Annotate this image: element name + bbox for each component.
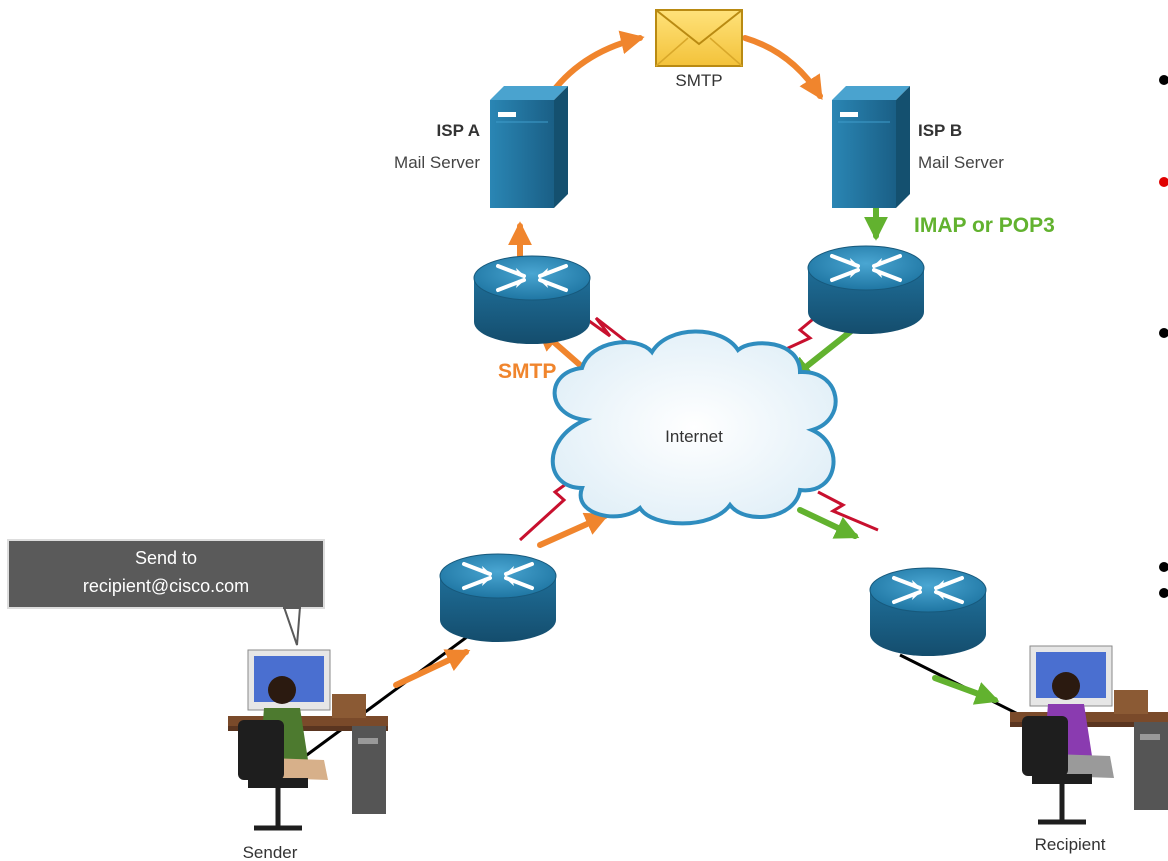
smtp-label: SMTP (498, 360, 556, 383)
sender-label: Sender (243, 843, 298, 861)
sender-person-at-desk-icon (227, 649, 389, 831)
sender-lan-link (299, 618, 491, 762)
recipient-router-icon (868, 566, 988, 658)
envelope-icon (655, 9, 743, 67)
recipient-person-at-desk-icon (1009, 645, 1168, 825)
recipient-label: Recipient (1035, 835, 1106, 854)
bullet-list (1159, 75, 1168, 598)
bullet-dot (1159, 177, 1168, 187)
imap-pop3-label: IMAP or POP3 (914, 214, 1055, 237)
cloud-icon (550, 329, 838, 526)
bullet-dot (1159, 328, 1168, 338)
send-to-callout (7, 539, 325, 646)
callout-line2: recipient@cisco.com (83, 576, 249, 596)
retrieve-arrow-cloud-to-router (797, 507, 860, 539)
bullet-dot (1159, 75, 1168, 85)
internet-label: Internet (665, 427, 723, 446)
isp-a-role: Mail Server (394, 153, 480, 172)
callout-line1: Send to (135, 548, 197, 568)
isp-b-role: Mail Server (918, 153, 1004, 172)
isp-b-mail-server-icon (831, 85, 911, 209)
isp-a-name: ISP A (437, 121, 480, 140)
bullet-dot (1159, 588, 1168, 598)
smtp-arrow-sender-to-router (393, 649, 471, 688)
smtp-arrow-to-isp-b (742, 35, 823, 101)
smtp-arrow-router-to-cloud (537, 512, 610, 548)
sender-router-icon (438, 552, 558, 644)
isp-a-mail-server-icon (489, 85, 569, 209)
retrieve-arrow-router-to-recipient (932, 675, 1000, 705)
retrieve-arrow-router-to-cloud (788, 325, 858, 381)
bullet-dot (1159, 562, 1168, 572)
isp-b-router-icon (806, 244, 926, 336)
isp-b-name: ISP B (918, 121, 962, 140)
envelope-smtp-label: SMTP (675, 71, 722, 90)
isp-a-router-icon (472, 254, 592, 346)
